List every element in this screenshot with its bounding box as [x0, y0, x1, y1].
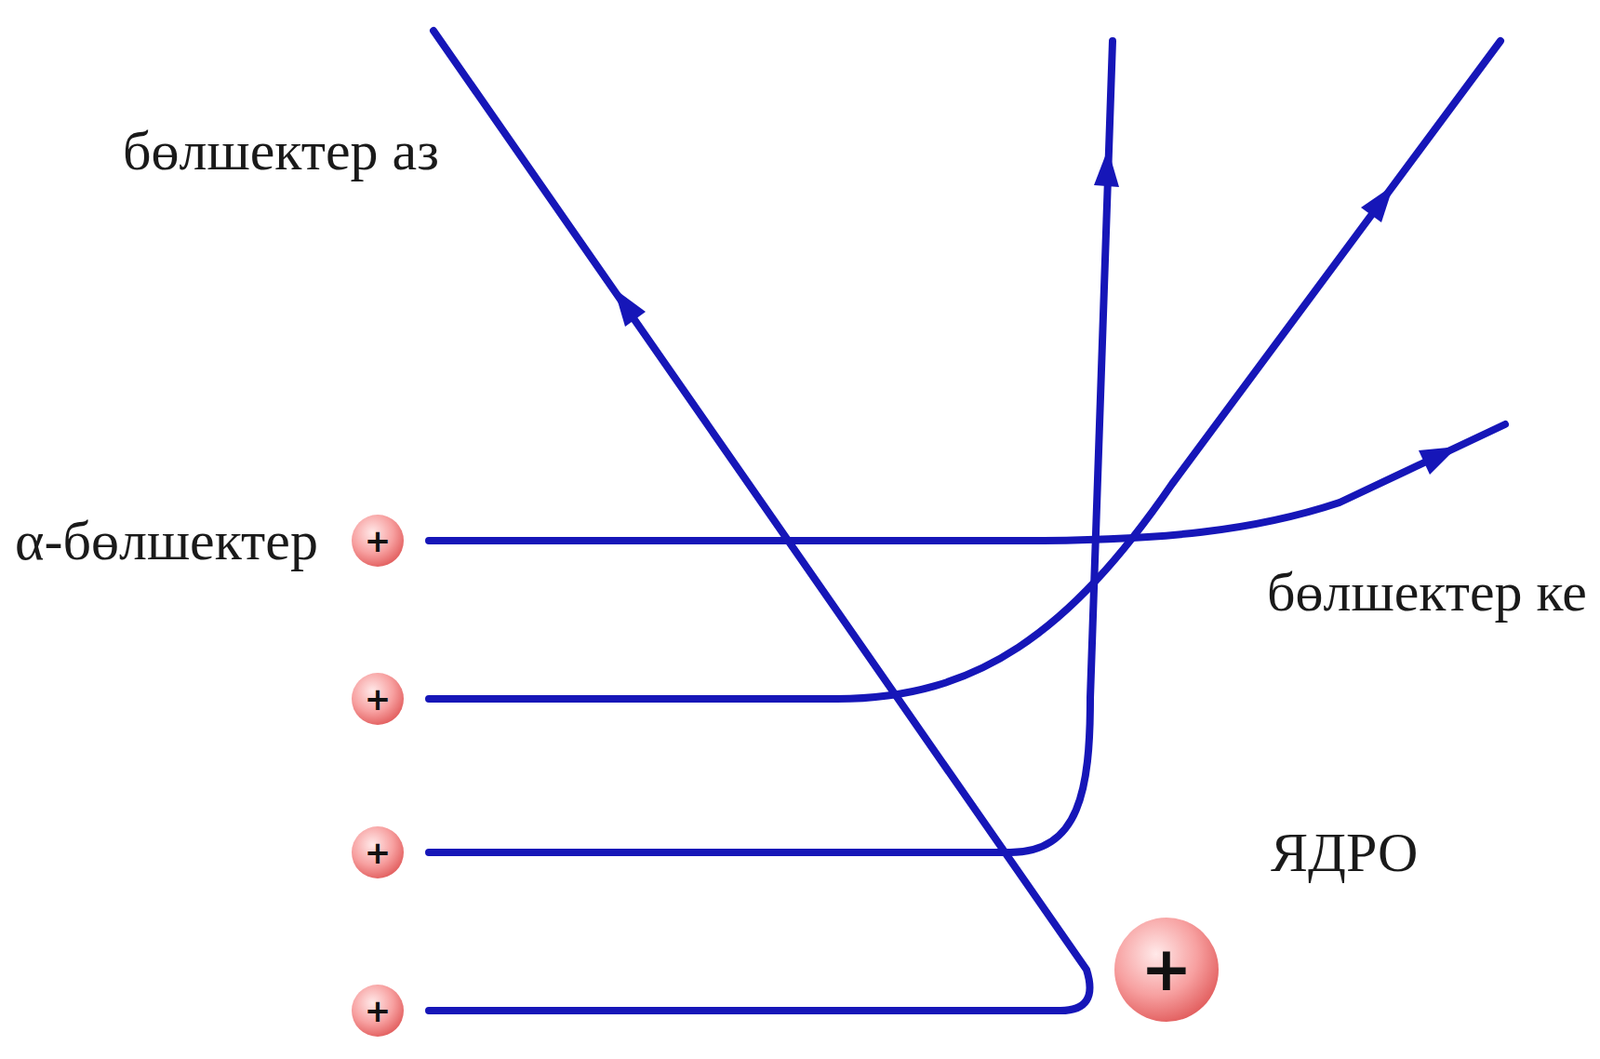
particle-label: α-бөлшектер: [14, 509, 319, 572]
alpha-trajectory: [428, 424, 1506, 541]
deflection-note: бөлшектер аз: [122, 120, 440, 182]
charge-sign: +: [364, 836, 392, 868]
nucleus: +: [1114, 917, 1219, 1022]
arrowhead: [1093, 148, 1120, 187]
nucleus-label: ЯДРО: [1270, 821, 1418, 883]
alpha-trajectory: [428, 30, 1091, 1011]
alpha-particle: +: [351, 514, 404, 567]
arrowhead: [613, 288, 646, 327]
alpha-particle: +: [351, 984, 404, 1037]
alpha-particle: +: [351, 826, 404, 879]
arrowhead: [1360, 185, 1394, 223]
alpha-particle: +: [351, 672, 404, 725]
charge-sign: +: [364, 994, 392, 1027]
charge-sign: +: [364, 682, 392, 715]
arrowhead: [1418, 446, 1458, 475]
deflection-note: бөлшектер ке: [1266, 560, 1587, 623]
charge-sign: +: [1140, 938, 1192, 1000]
charge-sign: +: [364, 524, 392, 557]
alpha-trajectory: [428, 40, 1113, 853]
